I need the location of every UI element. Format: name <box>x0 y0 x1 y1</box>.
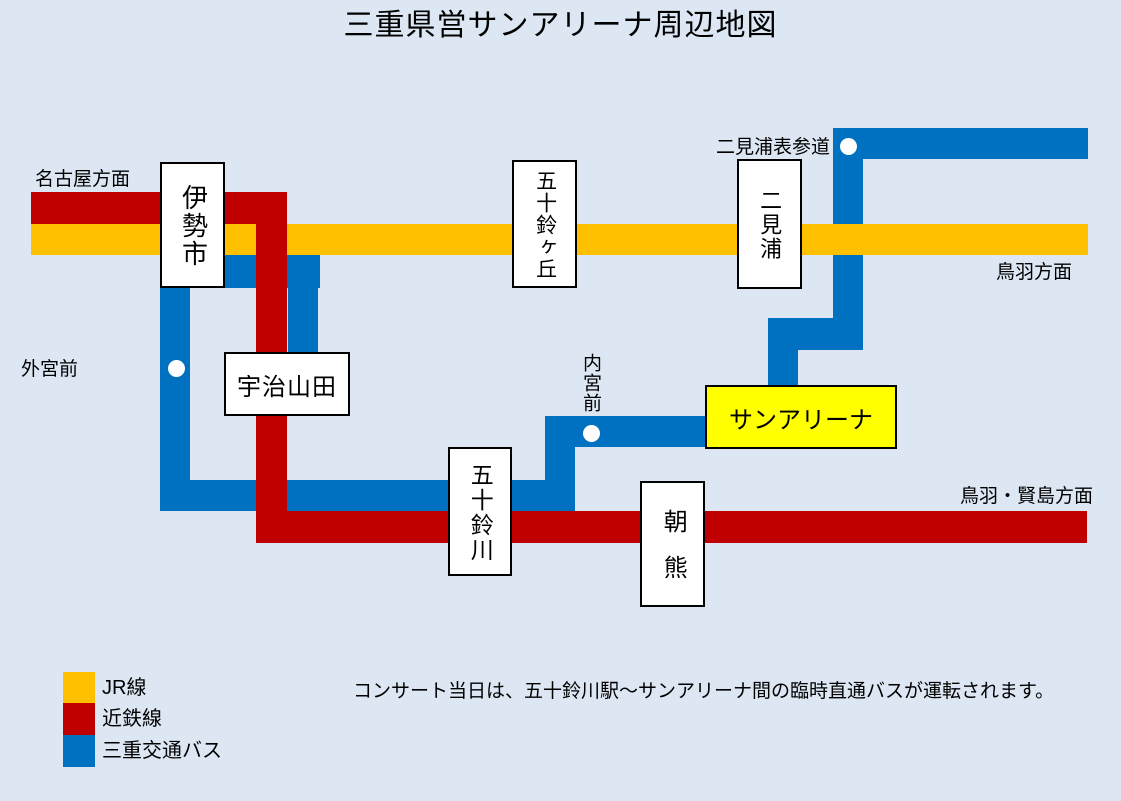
legend-label-jr-line: JR線 <box>102 677 147 699</box>
station-label-iseshi: 伊勢市 <box>178 184 209 268</box>
shuttle-bus-note: コンサート当日は、五十鈴川駅〜サンアリーナ間の臨時直通バスが運転されます。 <box>353 681 1055 702</box>
station-label-isuzugawa: 五十鈴川 <box>467 462 494 563</box>
station-box-ujiyamada: 宇治山田 <box>224 352 350 416</box>
bus-route-ujiyamada-vertical <box>288 255 318 352</box>
legend-swatch-jr-line <box>63 672 95 703</box>
legend-label-bus-line: 三重交通バス <box>102 740 222 762</box>
venue-box-sun-arena: サンアリーナ <box>705 385 897 449</box>
stop-label-naikumae: 内宮前 <box>580 353 601 413</box>
bus-route-naikumae-band <box>545 416 705 447</box>
legend-swatch-kintetsu-line <box>63 703 95 735</box>
stop-label-futamiura-omotesando: 二見浦表参道 <box>715 137 830 158</box>
legend-swatch-bus-line <box>63 735 95 767</box>
legend-label-kintetsu-line: 近鉄線 <box>102 708 162 730</box>
station-label-ujiyamada: 宇治山田 <box>237 373 337 401</box>
station-box-asama: 朝熊 <box>640 481 705 607</box>
station-box-isuzugawa: 五十鈴川 <box>448 447 512 576</box>
station-label-isuzugaoka: 五十鈴ヶ丘 <box>533 169 557 280</box>
direction-label-toba: 鳥羽方面 <box>995 262 1072 283</box>
station-box-isuzugaoka: 五十鈴ヶ丘 <box>512 160 577 288</box>
naikumae-stop-dot <box>583 425 600 442</box>
station-box-futamiura: 二見浦 <box>737 159 802 289</box>
bus-route-gekumae-vertical <box>160 255 190 511</box>
station-label-asama: 朝熊 <box>659 509 687 601</box>
page-title: 三重県営サンアリーナ周辺地図 <box>343 9 778 42</box>
direction-label-toba-kashikojima: 鳥羽・賢島方面 <box>959 486 1093 507</box>
kintetsu-line-top <box>31 192 287 224</box>
venue-label-sun-arena: サンアリーナ <box>729 406 873 434</box>
station-label-futamiura: 二見浦 <box>757 189 783 261</box>
futamiura-omotesando-stop-dot <box>840 138 857 155</box>
stop-label-gekumae: 外宮前 <box>20 359 78 380</box>
direction-label-nagoya: 名古屋方面 <box>35 169 131 190</box>
bus-route-top-band <box>833 128 1088 159</box>
station-box-iseshi: 伊勢市 <box>160 162 225 288</box>
gekumae-stop-dot <box>168 360 185 377</box>
bus-route-bottom-band <box>160 480 575 511</box>
